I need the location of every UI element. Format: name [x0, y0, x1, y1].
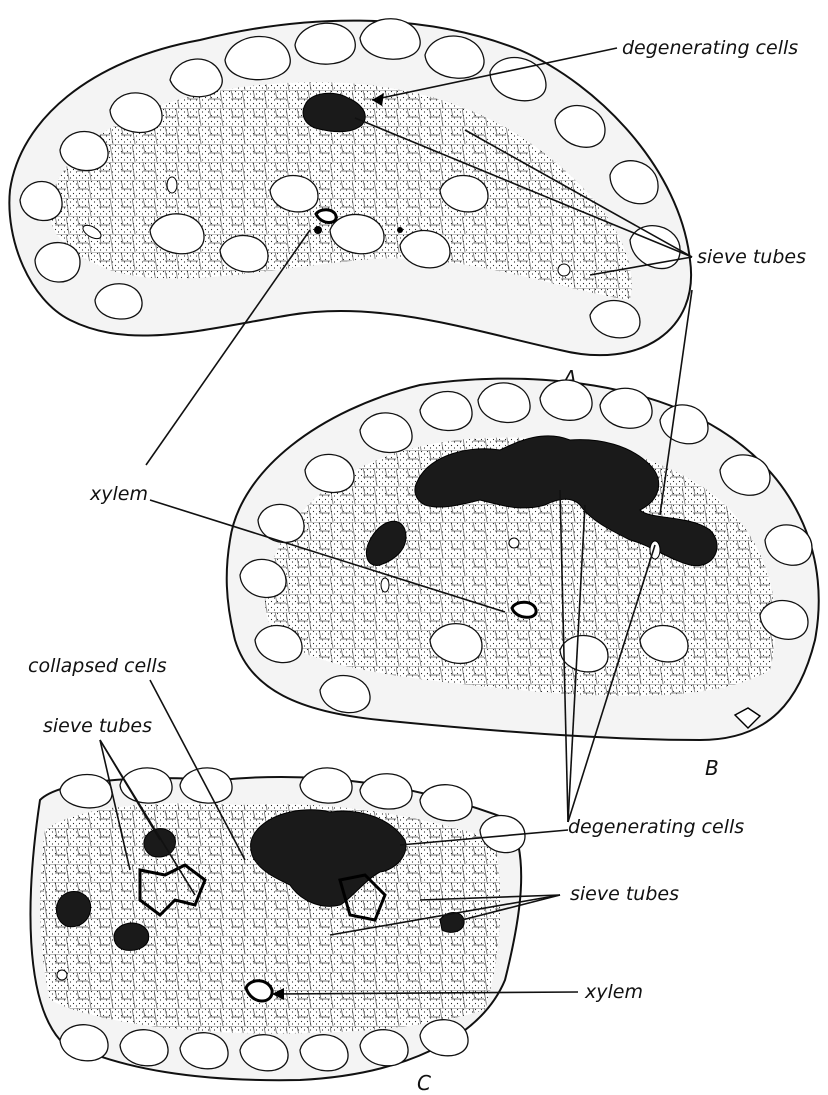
- label-collapsed-cells: collapsed cells: [28, 655, 167, 677]
- panel-b-sieve-tube-2: [381, 578, 389, 592]
- label-xylem: xylem: [89, 483, 148, 505]
- panel-a-sieve-tube-1: [167, 177, 177, 193]
- panel-a: A: [9, 19, 691, 390]
- panel-a-sieve-tube-3: [558, 264, 570, 276]
- label-degenerating-cells: degenerating cells: [568, 816, 744, 838]
- panel-b-xylem: [512, 602, 536, 617]
- panel-c-sieve-tube-dot: [57, 970, 67, 980]
- panel-a-xylem-dot: [314, 226, 322, 234]
- panel-b: B: [227, 379, 819, 780]
- panel-c: C: [30, 768, 525, 1095]
- panel-c-dark-cell-1: [144, 829, 176, 857]
- panel-b-sieve-tube-3: [509, 538, 519, 548]
- panel-c-dark-cell-3: [114, 923, 149, 950]
- label-c-sieve-tubes-left: sieve tubes: [43, 715, 152, 737]
- panel-c-letter: C: [417, 1071, 431, 1095]
- panel-a-dot: [397, 227, 403, 233]
- label-c-sieve-tubes-right: sieve tubes: [570, 883, 679, 905]
- label-a-sieve-tubes: sieve tubes: [697, 246, 806, 268]
- panel-b-letter: B: [705, 756, 719, 780]
- label-c-xylem: xylem: [584, 981, 643, 1003]
- label-a-degenerating-cells: degenerating cells: [622, 37, 798, 59]
